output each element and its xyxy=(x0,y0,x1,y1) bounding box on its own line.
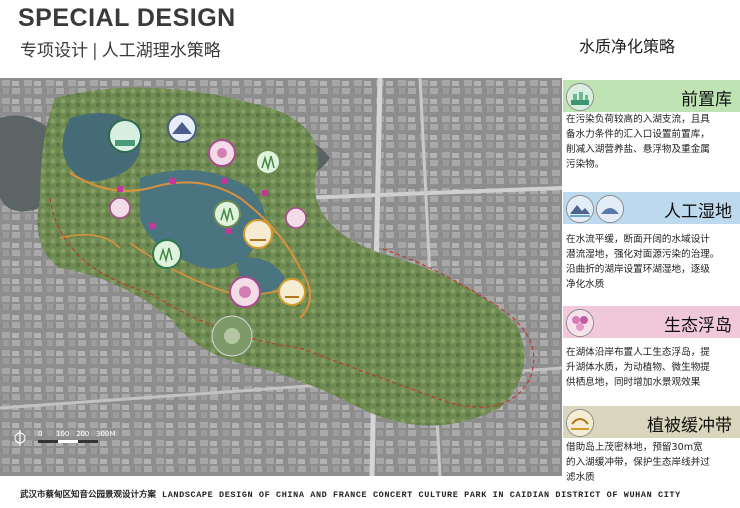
section-title: 水质净化策略 xyxy=(579,37,676,56)
strategy-title: 生态浮岛 xyxy=(664,316,732,336)
strategy-header-reservoir: 前置库 xyxy=(563,80,740,112)
footer-caption: 武汉市蔡甸区知音公园景观设计方案 LANDSCAPE DESIGN OF CHIN… xyxy=(20,488,681,500)
strategy-text-line: 升湖体水质，为动植物、微生物提 xyxy=(566,362,710,373)
wetland-icon xyxy=(566,195,594,223)
strategy-text-line: 借助岛上茂密林地，预留30m宽 xyxy=(566,442,703,453)
reservoir-icon xyxy=(566,83,594,111)
footer-en: LANDSCAPE DESIGN OF CHINA AND FRANCE CON… xyxy=(162,490,681,500)
scale-tick-label: 100 xyxy=(56,430,70,438)
subtitle-left: 专项设计 xyxy=(20,41,88,61)
subtitle-separator: | xyxy=(92,41,98,61)
strategy-text-line: 净化水质 xyxy=(566,279,605,290)
scale-tick-label: 300M xyxy=(96,430,116,438)
strategy-text-line: 污染物。 xyxy=(566,159,605,170)
floating-island-icon xyxy=(566,309,594,337)
strategy-text-line: 沿曲折的湖岸设置环湖湿地，逐级 xyxy=(566,264,710,275)
strategy-text-line: 备水力条件的汇入口设置前置库， xyxy=(566,129,710,140)
strategy-text-line: 的入湖缓冲带，保护生态岸线并过 xyxy=(566,457,710,468)
buffer-zone-icon xyxy=(566,409,594,437)
wetland-secondary-icon xyxy=(596,195,624,223)
subtitle-right: 人工湖理水策略 xyxy=(101,41,221,61)
page-subtitle: 专项设计|人工湖理水策略 xyxy=(20,36,221,61)
strategy-header-buffer-zone: 植被缓冲带 xyxy=(563,406,740,438)
strategy-text-line: 滤水质 xyxy=(566,472,595,483)
footer-cn: 武汉市蔡甸区知音公园景观设计方案 xyxy=(20,490,157,500)
strategy-header-wetland: 人工湿地 xyxy=(563,192,740,224)
scale-tick-label: 200 xyxy=(76,430,90,438)
strategy-text-line: 在湖体沿岸布置人工生态浮岛，提 xyxy=(566,347,710,358)
site-plan-drawing xyxy=(0,78,562,476)
strategy-text-line: 在污染负荷较高的入湖支流，且具 xyxy=(566,114,710,125)
strategy-title: 人工湿地 xyxy=(664,202,732,222)
strategy-description-wetland: 在水流平缓，断面开阔的水域设计 潜流湿地，强化对面源污染的治理。 沿曲折的湖岸设… xyxy=(566,232,736,292)
page-title: SPECIAL DESIGN xyxy=(18,4,236,32)
strategy-description-buffer-zone: 借助岛上茂密林地，预留30m宽 的入湖缓冲带，保护生态岸线并过 滤水质 xyxy=(566,440,736,485)
strategy-title: 植被缓冲带 xyxy=(647,416,732,436)
strategy-header-floating-island: 生态浮岛 xyxy=(563,306,740,338)
scale-tick-label: 0 xyxy=(38,430,43,438)
strategy-text-line: 供栖息地，同时增加水景观效果 xyxy=(566,377,701,388)
strategy-description-floating-island: 在湖体沿岸布置人工生态浮岛，提 升湖体水质，为动植物、微生物提 供栖息地，同时增… xyxy=(566,345,736,390)
strategy-text-line: 潜流湿地，强化对面源污染的治理。 xyxy=(566,249,720,260)
strategy-title: 前置库 xyxy=(681,90,732,110)
aerial-site-plan xyxy=(0,78,562,476)
strategy-description-reservoir: 在污染负荷较高的入湖支流，且具 备水力条件的汇入口设置前置库， 削减入湖营养盐、… xyxy=(566,112,736,172)
strategy-text-line: 在水流平缓，断面开阔的水域设计 xyxy=(566,234,710,245)
strategy-text-line: 削减入湖营养盐、悬浮物及重金属 xyxy=(566,144,710,155)
